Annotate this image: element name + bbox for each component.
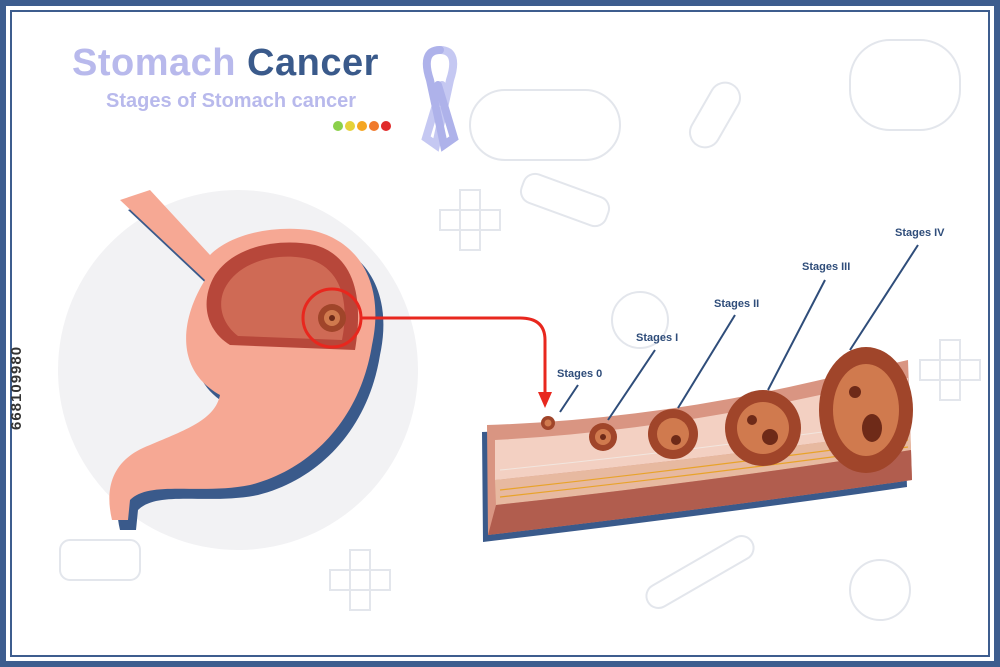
leader-line-stage-2 bbox=[677, 314, 736, 409]
tumor-stage-4 bbox=[819, 347, 913, 473]
cross-icon bbox=[349, 549, 371, 611]
severity-dot-3 bbox=[369, 121, 379, 131]
title-word-stomach: Stomach bbox=[72, 42, 236, 84]
capsule-icon bbox=[689, 81, 741, 149]
tumor-stage-2 bbox=[648, 409, 698, 459]
tissue-cross-section bbox=[482, 360, 912, 542]
stage-tumors bbox=[541, 347, 913, 473]
pill-icon bbox=[611, 291, 669, 349]
stomach-mucosa bbox=[221, 256, 345, 340]
cross-icon bbox=[459, 189, 481, 251]
inner-frame bbox=[10, 10, 990, 657]
stage-label-0: Stages 0 bbox=[557, 368, 603, 380]
bandage-icon bbox=[59, 539, 141, 581]
title-word-cancer: Cancer bbox=[247, 42, 379, 84]
stage-label-3: Stages III bbox=[802, 261, 851, 273]
leader-line-stage-3 bbox=[767, 279, 826, 391]
leader-line-stage-1 bbox=[607, 349, 656, 421]
connector-arrow bbox=[361, 316, 547, 395]
cross-icon bbox=[939, 339, 961, 401]
severity-dot-1 bbox=[345, 121, 355, 131]
stomach-illustration bbox=[109, 190, 552, 530]
cross-icon bbox=[919, 359, 981, 381]
stage-label-4: Stages IV bbox=[895, 227, 945, 239]
cross-icon bbox=[439, 209, 501, 231]
tumor-stage-0 bbox=[541, 416, 555, 430]
severity-dot-2 bbox=[357, 121, 367, 131]
capsule-icon bbox=[849, 39, 961, 131]
severity-dots bbox=[333, 121, 391, 131]
bandage-icon bbox=[519, 172, 611, 228]
page-title: Stomach Cancer bbox=[72, 42, 379, 85]
tumor-stage-1 bbox=[589, 423, 617, 451]
capsule-icon bbox=[469, 89, 621, 161]
stage-label-1: Stages I bbox=[636, 332, 679, 344]
leader-line-stage-4 bbox=[849, 244, 919, 351]
stage-label-2: Stages II bbox=[714, 298, 760, 310]
pill-icon bbox=[849, 559, 911, 621]
thermometer-icon bbox=[645, 535, 755, 609]
stage-leader-lines bbox=[559, 244, 919, 421]
page-subtitle: Stages of Stomach cancer bbox=[106, 90, 357, 112]
severity-dot-0 bbox=[333, 121, 343, 131]
leader-line-stage-0 bbox=[559, 384, 579, 413]
arrow-head-icon bbox=[538, 392, 552, 408]
tumor-stage-3 bbox=[725, 390, 801, 466]
background-medical-icons bbox=[59, 39, 981, 621]
awareness-ribbon-icon bbox=[421, 46, 459, 152]
stock-watermark-id: 668109980 bbox=[8, 345, 25, 430]
cross-icon bbox=[329, 569, 391, 591]
stomach-tumor bbox=[318, 304, 346, 332]
severity-dot-4 bbox=[381, 121, 391, 131]
